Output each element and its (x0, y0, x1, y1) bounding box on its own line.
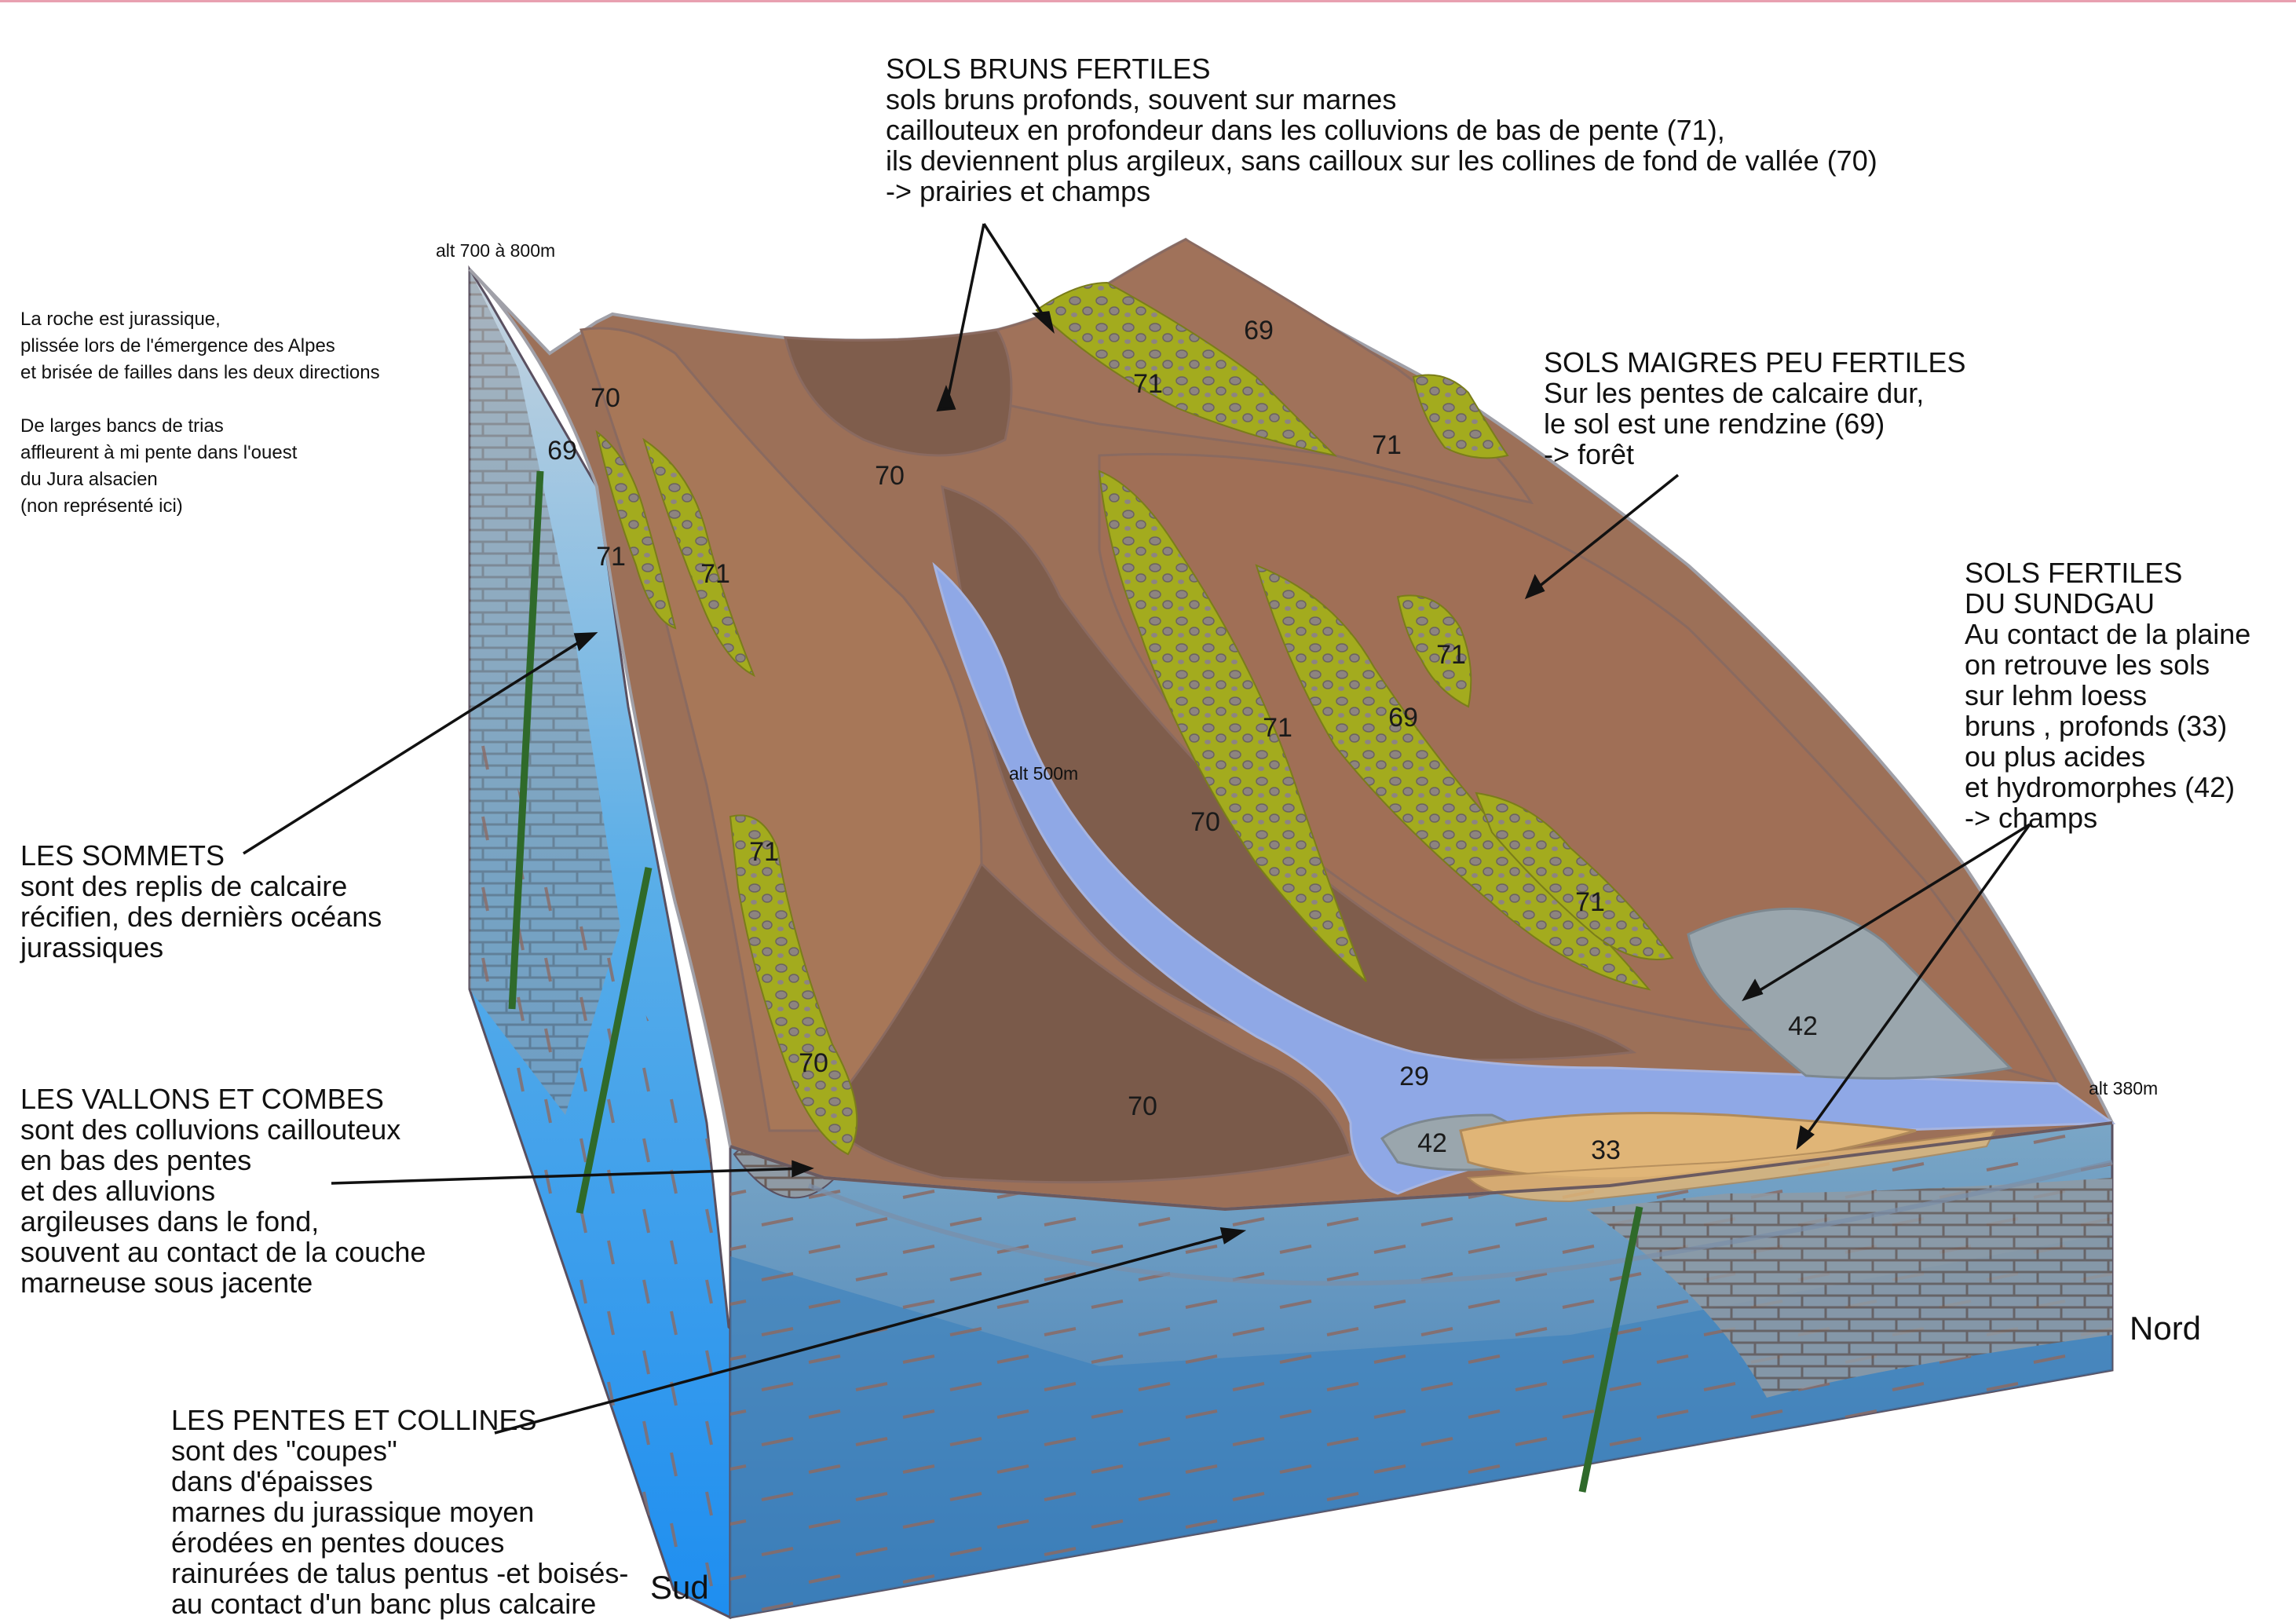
top-surface (468, 237, 2116, 1212)
soil-label-70-left: 70 (590, 383, 620, 413)
soil-label-69-left: 69 (547, 436, 577, 466)
soil-label-42-low: 42 (1417, 1128, 1447, 1158)
soil-label-71-low: 71 (749, 837, 779, 867)
front-face (729, 1121, 2114, 1619)
note-sols-bruns-fertiles: SOLS BRUNS FERTILES sols bruns profonds,… (886, 53, 1877, 207)
soil-label-69-center: 69 (1388, 703, 1418, 733)
note-vallons-combes: LES VALLONS ET COMBES sont des colluvion… (20, 1083, 426, 1299)
note-les-sommets: LES SOMMETS sont des replis de calcaire … (20, 839, 382, 963)
top-border-rule (0, 0, 2296, 2)
pointer-lines (243, 223, 2031, 1435)
left-face (468, 265, 787, 1620)
altitude-summit: alt 700 à 800m (436, 240, 556, 261)
soil-label-71-ridge: 71 (1133, 369, 1163, 399)
soil-label-33: 33 (1591, 1135, 1621, 1165)
soil-label-70-top: 70 (875, 461, 905, 491)
altitude-mid: alt 500m (1009, 763, 1079, 784)
soil-label-42-right: 42 (1788, 1011, 1818, 1041)
note-pentes-collines: LES PENTES ET COLLINES sont des "coupes"… (171, 1404, 629, 1620)
direction-south: Sud (650, 1569, 709, 1606)
soil-label-71-right: 71 (1372, 430, 1402, 460)
note-rock-jurassic: La roche est jurassique, plissée lors de… (20, 309, 380, 517)
soil-label-70-small: 70 (799, 1048, 828, 1078)
soil-label-70-center: 70 (1190, 807, 1220, 837)
note-sols-fertiles-sundgau: SOLS FERTILES DU SUNDGAU Au contact de l… (1965, 557, 2251, 834)
soil-label-71-left-b: 71 (700, 559, 730, 589)
altitude-plain: alt 380m (2089, 1078, 2159, 1098)
note-sols-maigres: SOLS MAIGRES PEU FERTILES Sur les pentes… (1544, 346, 1966, 470)
soil-label-29: 29 (1399, 1062, 1429, 1091)
soil-labels: 69 69 69 70 70 70 70 70 71 71 71 71 71 7… (547, 316, 1818, 1165)
soil-label-71-mid-c: 71 (1575, 887, 1605, 917)
soil-label-71-left-a: 71 (596, 542, 626, 572)
soil-label-71-mid-b: 71 (1263, 713, 1292, 743)
soil-label-69-ridge: 69 (1244, 316, 1274, 345)
direction-north: Nord (2130, 1310, 2202, 1347)
fault-lines (508, 470, 1643, 1493)
soil-label-70-bottom: 70 (1128, 1091, 1157, 1121)
soil-label-71-mid-a: 71 (1436, 640, 1466, 670)
